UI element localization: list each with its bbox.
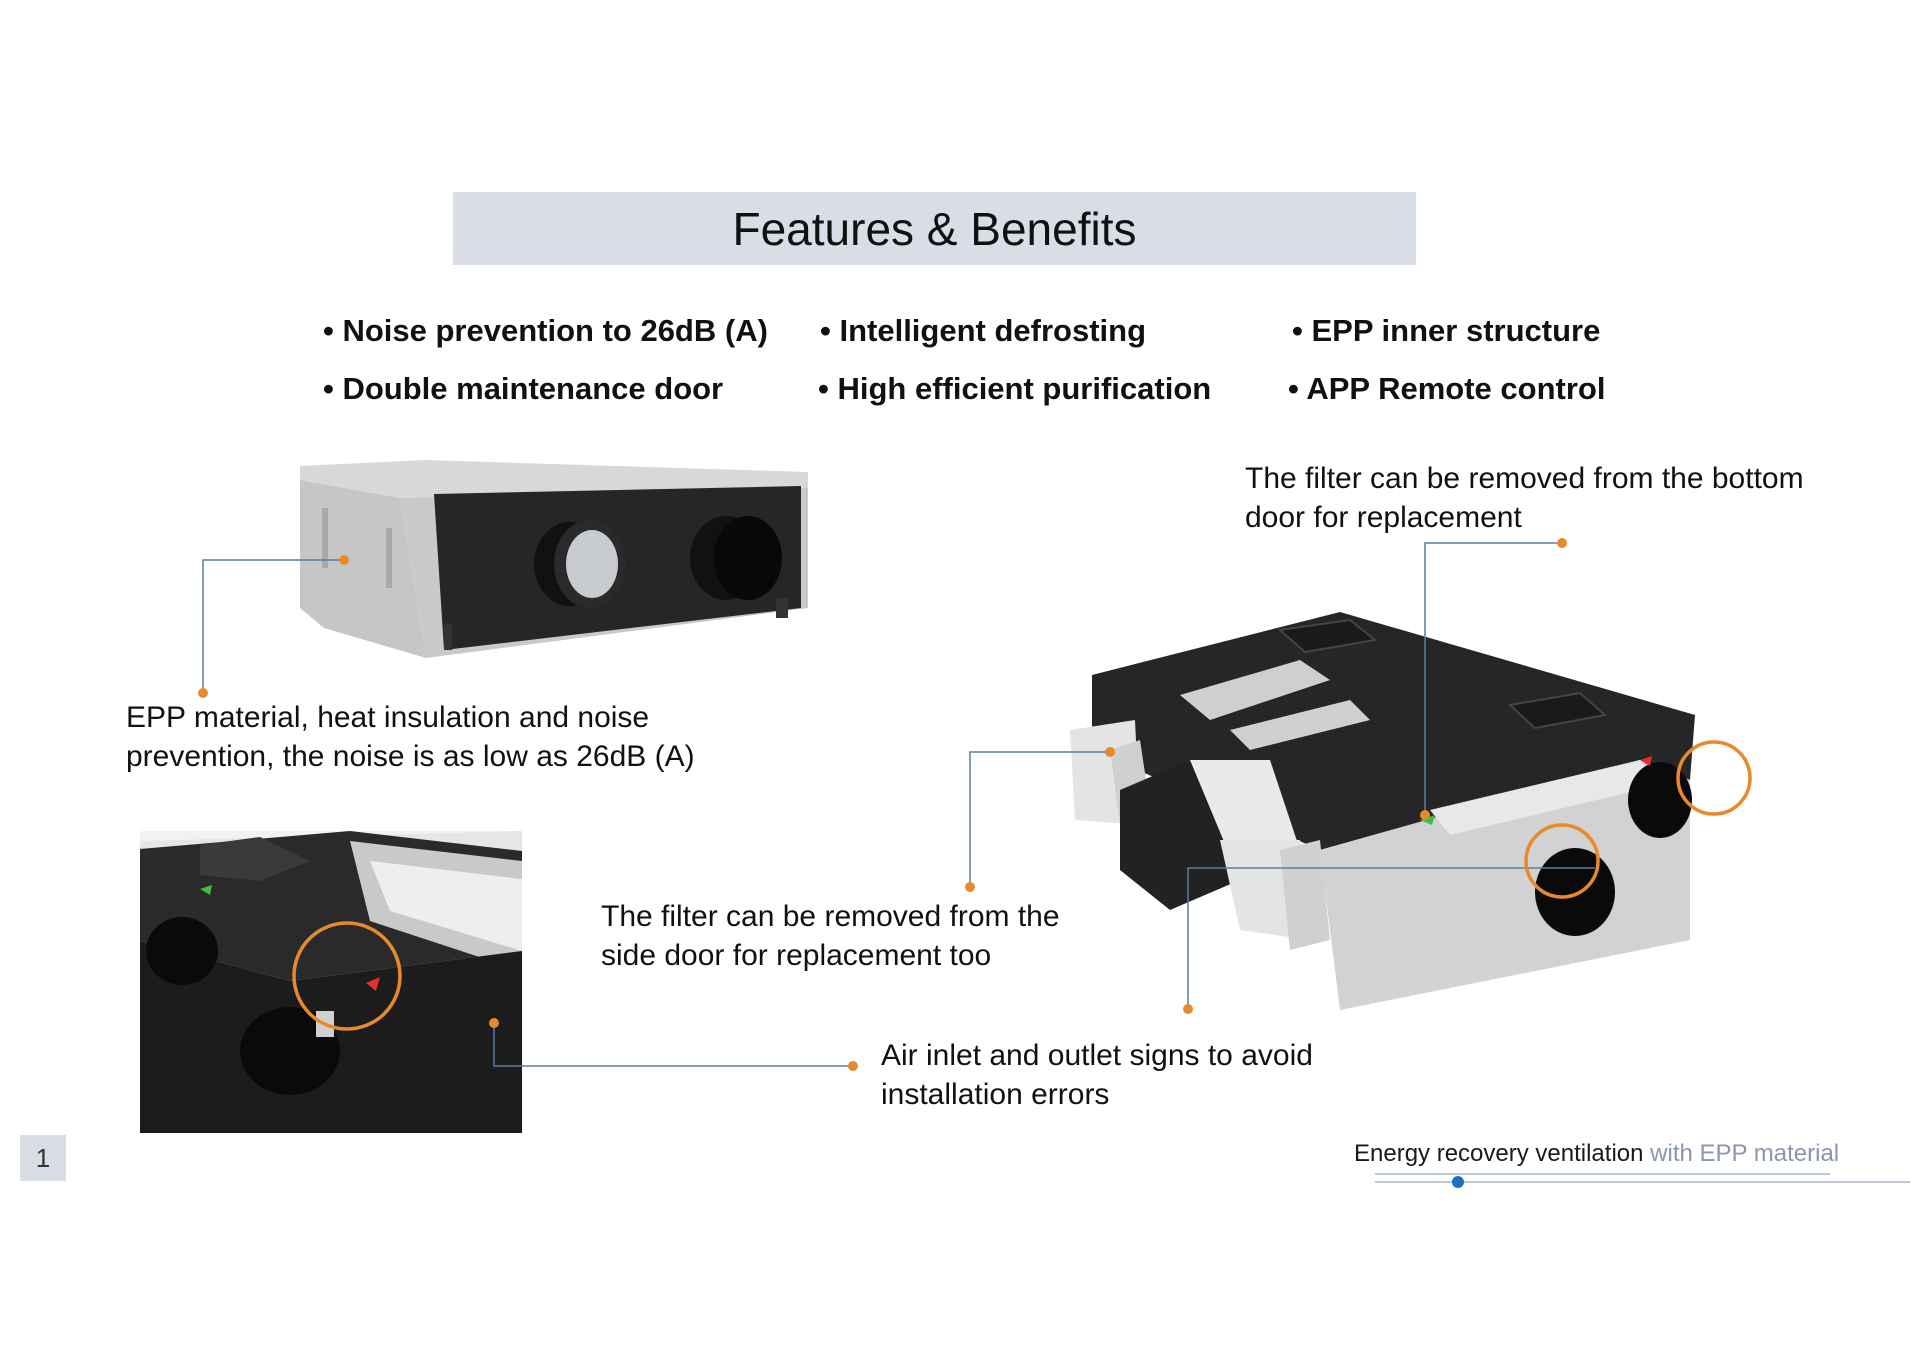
unit-photo-signs	[140, 831, 522, 1133]
dot-epp-end	[198, 688, 208, 698]
feature-purification: • High efficient purification	[818, 371, 1212, 406]
footer-dot	[1452, 1176, 1464, 1188]
caption-bottom-filter: The filter can be removed from the botto…	[1245, 462, 1804, 534]
page-title: Features & Benefits	[732, 202, 1137, 255]
unit-photo-top	[300, 460, 808, 658]
feature-maintenance: • Double maintenance door	[323, 371, 724, 406]
caption-side-filter: The filter can be removed from the side …	[601, 900, 1060, 972]
footer-tagline: Energy recovery ventilation with EPP mat…	[1354, 1140, 1840, 1167]
feature-defrost: • Intelligent defrosting	[820, 313, 1147, 348]
feature-app: • APP Remote control	[1288, 371, 1606, 406]
page-number: 1	[20, 1135, 66, 1181]
caption-epp: EPP material, heat insulation and noise …	[126, 701, 695, 773]
unit-photo-exploded	[1070, 612, 1695, 1010]
dot-side-filter-end	[965, 882, 975, 892]
dot-inlet-end	[848, 1061, 858, 1071]
feature-epp: • EPP inner structure	[1292, 313, 1601, 348]
title-banner: Features & Benefits	[453, 192, 1416, 265]
leader-inlet-bottom	[493, 1023, 853, 1067]
caption-air-signs: Air inlet and outlet signs to avoid inst…	[881, 1039, 1313, 1111]
dot-bottom-filter	[1557, 538, 1567, 548]
feature-noise: • Noise prevention to 26dB (A)	[323, 313, 768, 348]
